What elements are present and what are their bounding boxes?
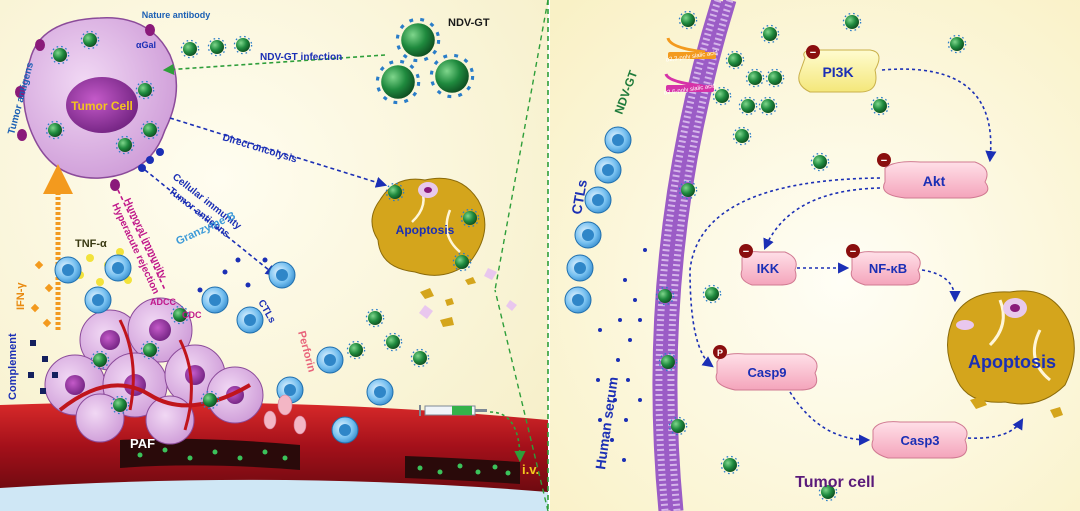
tumor-cell: Tumor Cell [15,17,178,191]
arrow-pi3k-akt [881,68,997,163]
apoptosis-label-left: Apoptosis [396,223,455,237]
node-casp9: Casp9 P [713,345,818,391]
humoral-immunity-arrow [117,189,166,291]
node-ikk: IKK − [739,244,797,286]
inhibition-badge-label: − [850,246,856,258]
node-pi3k: PI3K − [798,45,880,93]
node-casp3: Casp3 [871,421,968,459]
arrow-casp3-apoptosis [967,418,1024,439]
ndv-infection-label: NDV-GT infection [260,52,342,63]
complement-label: Complement [7,333,19,400]
pi3k-label: PI3K [822,64,853,80]
tumor-cell-label-right: Tumor cell [795,474,875,491]
apoptotic-cell-right: Apoptosis [947,290,1075,405]
zoom-line [494,0,549,291]
apoptotic-fragments [420,277,476,327]
tumor-blue-dots [138,148,164,172]
node-nfkb: NF-κB − [846,244,921,286]
apoptotic-fragments-right [970,396,1063,418]
arrow-casp9-casp3 [789,391,871,446]
tumor-cell-label: Tumor Cell [71,99,133,113]
tumor-cell-nucleus [66,77,138,133]
tumor-mass [44,297,264,445]
serum-dots [596,248,647,462]
tumor-antigen-markers [15,24,155,191]
casp3-label: Casp3 [900,433,939,448]
direct-oncolysis-arrow [169,117,388,188]
cdc-label: CDC [182,310,202,320]
inhibition-badge [739,244,753,258]
apoptosis-label-right: Apoptosis [968,352,1056,372]
complement-particles [28,340,58,394]
adcc-label: ADCC [150,297,176,307]
inhibition-badge-label: − [743,246,749,258]
inhibition-badge-label: − [810,47,816,59]
blood-vessel: PAF [0,402,548,492]
injection-arrow [489,411,526,463]
apoptotic-cell: Apoptosis [371,177,486,276]
zoom-line [494,289,549,511]
left-panel: PAF Tumor Cell [0,0,548,511]
inhibition-badge [806,45,820,59]
cell-membrane [652,0,737,511]
nature-antibody-label: Nature antibody [142,10,211,20]
phospho-badge [713,345,727,359]
iv-label: i.v. [522,462,539,477]
ctls-label-right: CTLs [568,178,590,215]
granzyme-particles [197,257,268,293]
akt-label: Akt [923,173,946,189]
ifn-gamma-label: IFN-γ [15,282,27,310]
nfkb-label: NF-κB [869,261,907,276]
apoptotic-vesicles [419,268,517,319]
ndv-infection-arrow [162,54,386,75]
alpha-gal-label: αGal [136,40,156,50]
syringe-icon [419,405,487,416]
tnf-alpha-label: TNF-α [75,238,107,250]
pathway-arrows [689,68,1024,446]
paf-label: PAF [130,436,155,451]
right-panel: NDV-GT α2,3-poly sialic acid α2,6-poly s… [550,0,1080,511]
ifn-gamma-particles [30,260,54,328]
ndv-gt-label: NDV-GT [448,17,490,29]
vessel-virus-particles [137,447,511,476]
perforin-particles [263,394,307,435]
casp9-label: Casp9 [747,365,786,380]
node-akt: Akt − [877,153,989,199]
inhibition-badge-label: − [881,155,887,167]
inhibition-badge [846,244,860,258]
ndv-gt-cluster: NDV-GT [375,17,490,105]
phospho-badge-label: P [717,348,723,358]
inhibition-badge [877,153,891,167]
ikk-label: IKK [757,261,780,276]
arrow-akt-ikk [763,187,881,251]
